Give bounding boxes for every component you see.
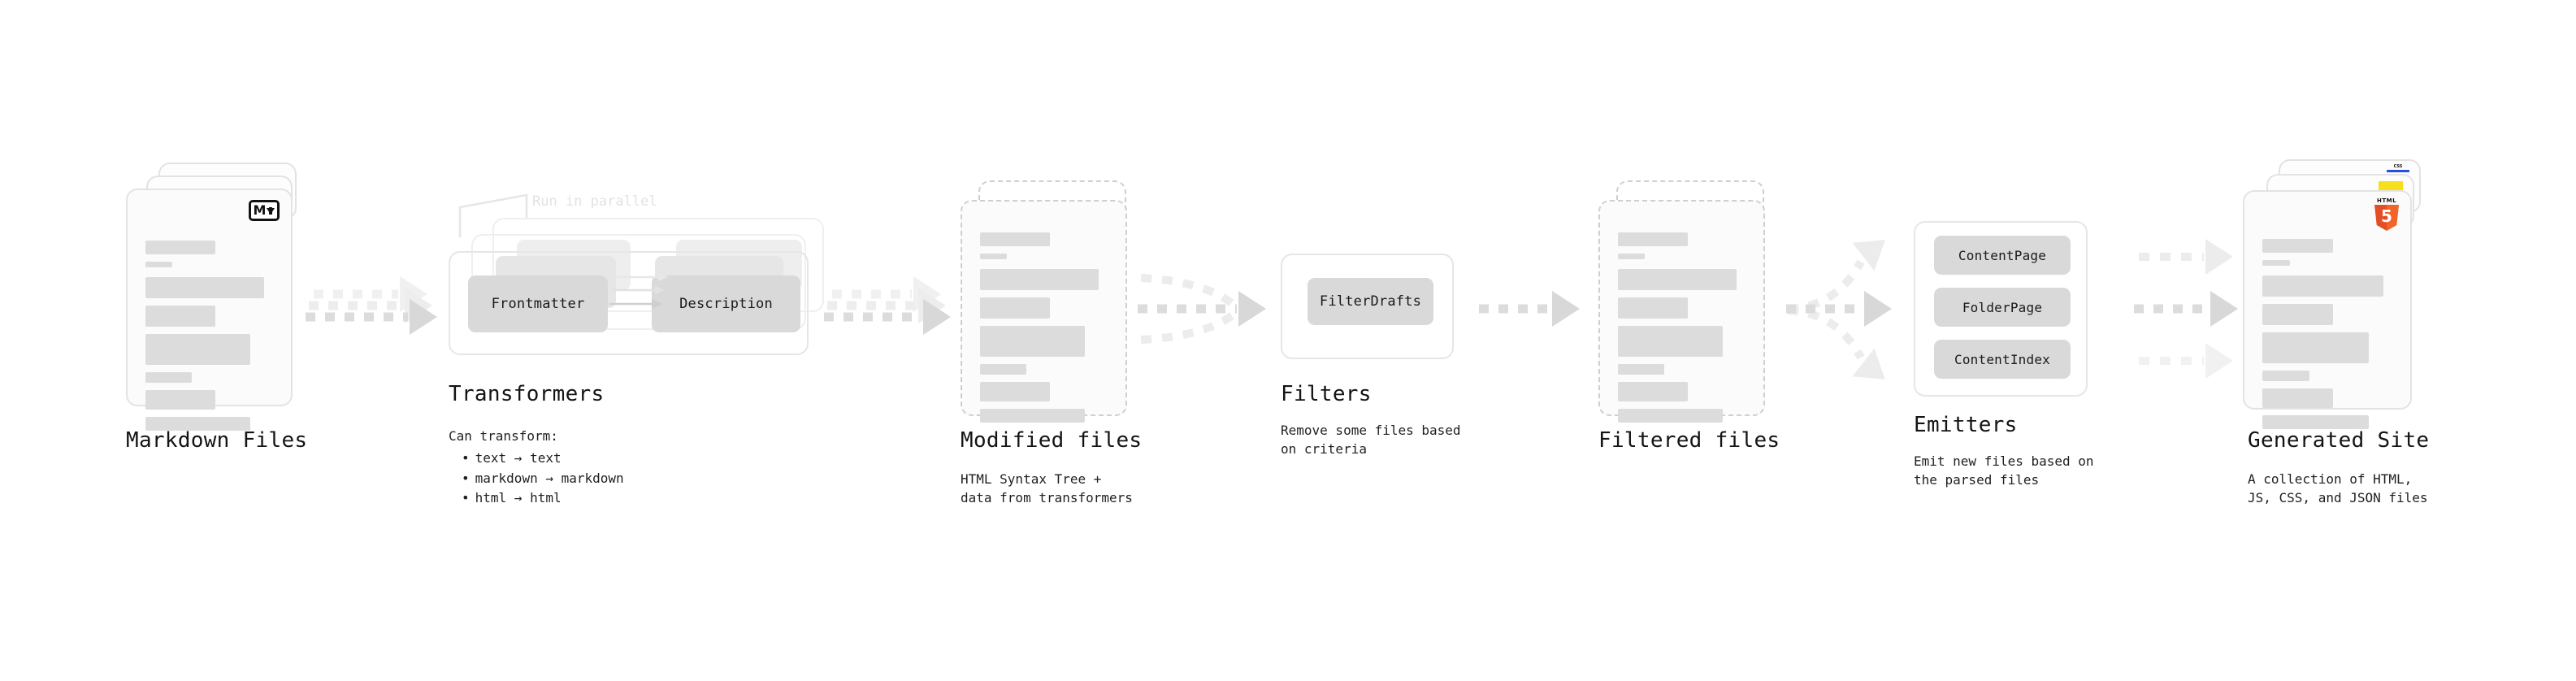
transformer-chip-description-label: Description [679, 296, 773, 312]
modified-doc-front [961, 200, 1127, 423]
filtered-files-title: Filtered files [1598, 428, 1780, 453]
html5-icon-digit: 5 [2381, 206, 2392, 226]
arrow-modified-to-filters [1138, 274, 1266, 344]
transformer-chip-frontmatter-label: Frontmatter [491, 296, 585, 312]
generated-site-subtitle: A collection of HTML, JS, CSS, and JSON … [2248, 471, 2428, 506]
arrow-emitters-to-site [2134, 239, 2238, 379]
arrow-filters-to-filtered [1479, 291, 1580, 327]
markdown-icon: M [249, 200, 280, 221]
js-icon [2379, 181, 2403, 193]
transformers-bullet-0: text → text [462, 449, 624, 469]
html5-icon-label: HTML [2376, 197, 2397, 204]
emitter-chip-folderpage-label: FolderPage [1962, 299, 2043, 315]
generated-doc-placeholder-lines [2262, 239, 2394, 436]
emitter-chip-contentindex-label: ContentIndex [1954, 351, 2050, 367]
emitter-chip-contentindex[interactable]: ContentIndex [1934, 340, 2071, 379]
emitter-chip-folderpage[interactable]: FolderPage [1934, 288, 2071, 327]
html5-icon-shield: 5 [2374, 205, 2399, 231]
markdown-files-title: Markdown Files [126, 428, 308, 453]
css-icon-bar [2387, 170, 2409, 172]
emitters-title: Emitters [1914, 413, 2018, 437]
transformers-bullets: Can transform: text → text markdown → ma… [449, 427, 624, 509]
transformers-title: Transformers [449, 382, 605, 406]
arrow-filtered-to-emitters [1786, 225, 1897, 394]
modified-doc-placeholder-lines [980, 232, 1109, 430]
markdown-doc-placeholder-lines [145, 241, 275, 438]
emitter-chip-contentpage[interactable]: ContentPage [1934, 236, 2071, 275]
transformer-chip-description[interactable]: Description [652, 275, 800, 332]
modified-files-subtitle: HTML Syntax Tree + data from transformer… [961, 471, 1133, 506]
transformers-bullets-list: text → text markdown → markdown html → h… [449, 449, 624, 509]
markdown-icon-arrow [267, 207, 275, 215]
filter-chip-filterdrafts[interactable]: FilterDrafts [1308, 278, 1433, 325]
css-icon-label: CSS [2393, 164, 2403, 169]
transformers-bullet-2: html → html [462, 488, 624, 509]
filter-chip-filterdrafts-label: FilterDrafts [1319, 293, 1422, 310]
filters-subtitle: Remove some files based on criteria [1281, 423, 1461, 458]
run-in-parallel-label: Run in parallel [532, 193, 657, 210]
arrow-transformers-to-modified [824, 276, 951, 335]
emitters-subtitle: Emit new files based on the parsed files [1914, 453, 2094, 488]
filtered-doc-placeholder-lines [1618, 232, 1747, 430]
css-icon: CSS [2387, 165, 2409, 174]
markdown-icon-letter: M [253, 202, 267, 218]
emitter-chip-contentpage-label: ContentPage [1958, 247, 2047, 263]
transformers-bullet-1: markdown → markdown [462, 469, 624, 489]
filtered-files-stack [1598, 180, 1785, 423]
generated-doc-front-html: HTML 5 [2243, 190, 2412, 429]
markdown-doc-front: M [126, 189, 293, 431]
modified-files-stack [961, 180, 1147, 423]
html5-icon: HTML 5 [2373, 198, 2400, 231]
filters-box: FilterDrafts [1281, 254, 1454, 359]
modified-files-title: Modified files [961, 428, 1143, 453]
transformers-box: Frontmatter Description [449, 251, 809, 355]
markdown-files-stack: M [126, 163, 329, 431]
generated-site-stack: CSS HTML 5 [2243, 159, 2454, 429]
transformer-chip-frontmatter[interactable]: Frontmatter [468, 275, 608, 332]
filtered-doc-front [1598, 200, 1765, 423]
generated-site-title: Generated Site [2248, 428, 2430, 453]
emitters-box: ContentPage FolderPage ContentIndex [1914, 221, 2088, 397]
filters-title: Filters [1281, 382, 1372, 406]
transformers-bullets-header: Can transform: [449, 428, 558, 444]
